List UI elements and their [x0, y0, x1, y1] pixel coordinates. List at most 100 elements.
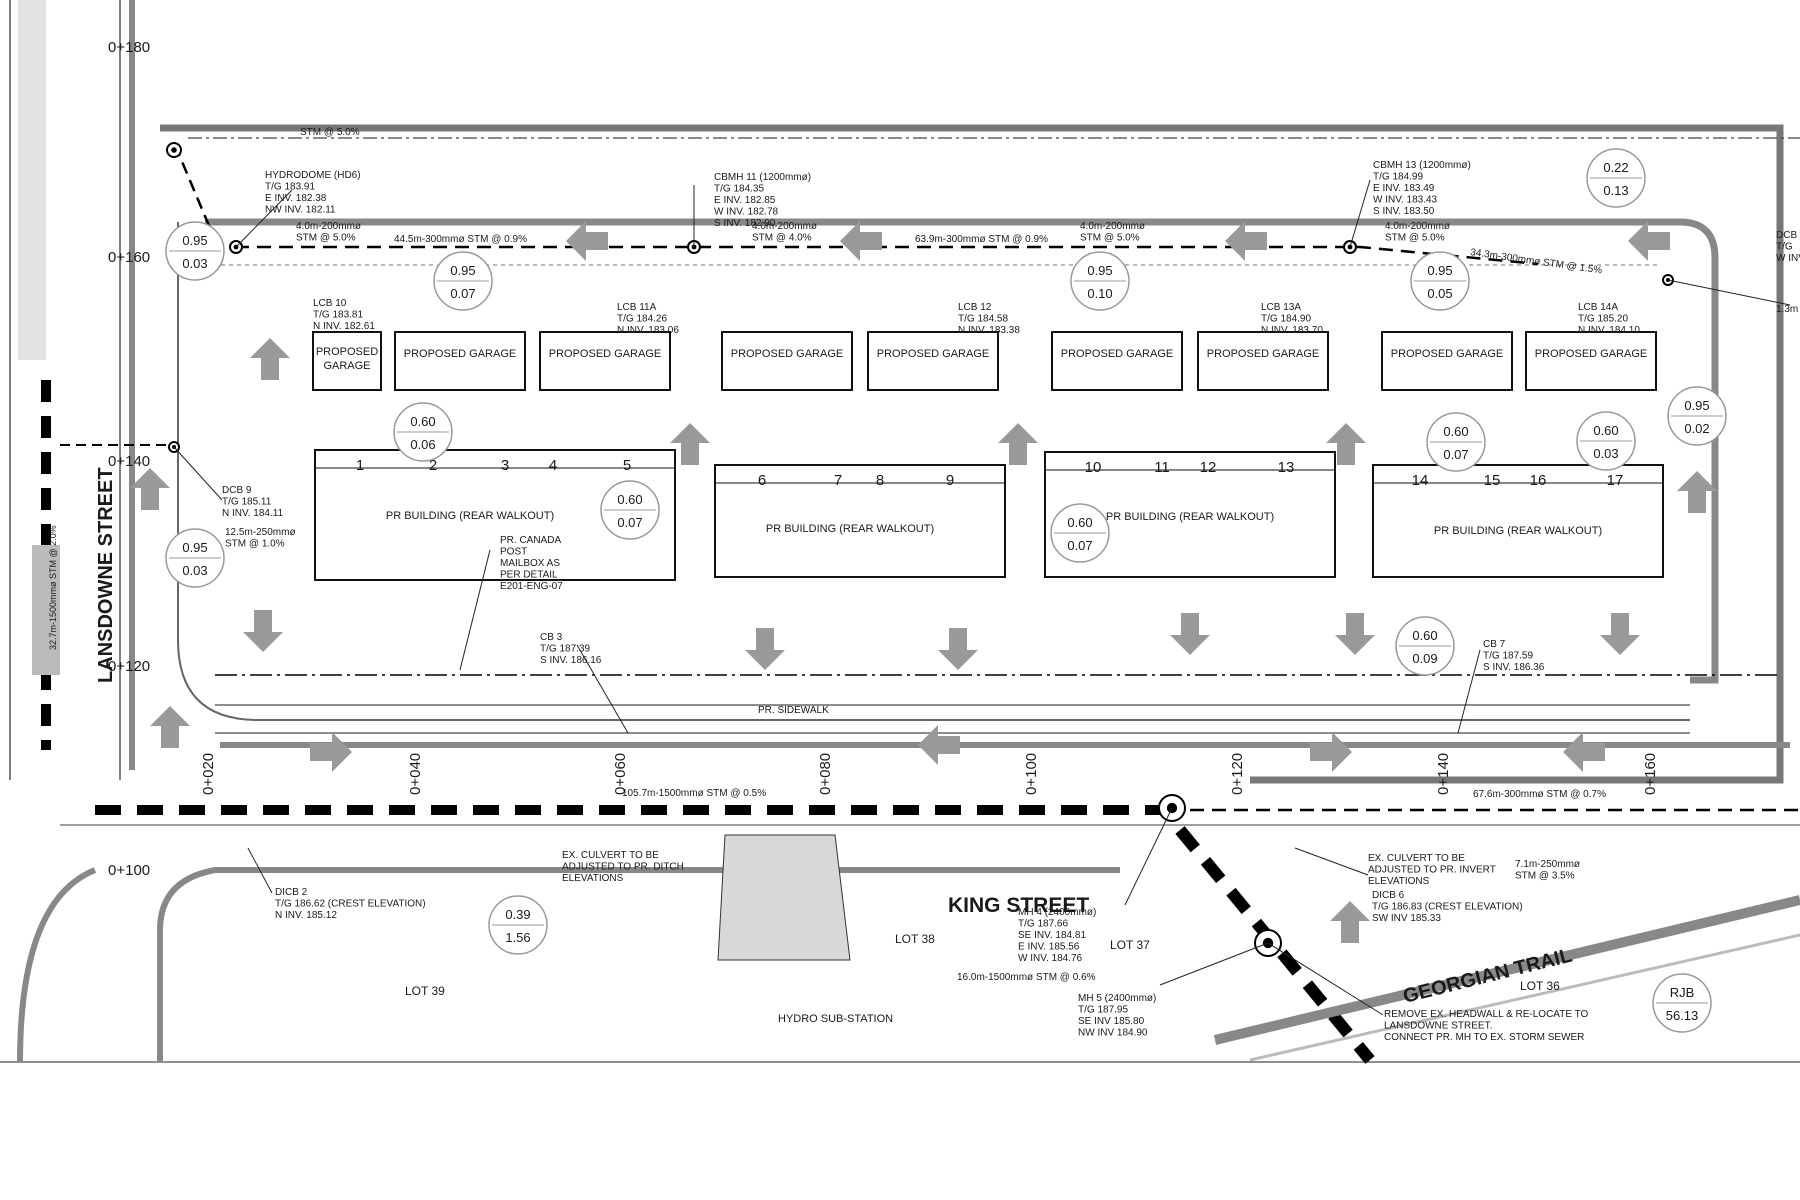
- engineering-callout: 44.5m-300mmø STM @ 0.9%: [394, 234, 527, 245]
- callout-line: STM @ 5.0%: [1080, 233, 1140, 244]
- engineering-callout: HYDRODOME (HD6)T/G 183.91E INV. 182.38NW…: [265, 170, 361, 216]
- drainage-area: 0.09: [1412, 651, 1437, 666]
- leader-line: [247, 847, 273, 894]
- flow-direction-arrow: [150, 706, 190, 748]
- runoff-coefficient: 0.60: [1443, 424, 1468, 439]
- flow-direction-arrow: [1628, 221, 1670, 261]
- unit-number: 3: [501, 457, 509, 474]
- callout-line: MAILBOX AS: [500, 558, 560, 569]
- runoff-coefficient: 0.95: [182, 233, 207, 248]
- runoff-coefficient: 0.22: [1603, 160, 1628, 175]
- runoff-coefficient: 0.95: [450, 263, 475, 278]
- runoff-coefficient-marker: 0.600.09: [1395, 616, 1455, 676]
- callout-line: T/G 184.90: [1261, 314, 1311, 325]
- proposed-garage: PROPOSED GARAGE: [539, 331, 671, 391]
- chainage-station: 0+140: [108, 453, 150, 470]
- callout-line: DICB 6: [1372, 890, 1405, 901]
- chainage-station: 0+040: [407, 753, 424, 795]
- drainage-area: 0.06: [410, 437, 435, 452]
- building-label: PR BUILDING (REAR WALKOUT): [1106, 511, 1274, 523]
- flow-direction-arrow: [918, 725, 960, 765]
- driveway-curb: [205, 218, 1719, 684]
- runoff-coefficient-marker: 0.950.03: [165, 221, 225, 281]
- flow-direction-arrow: [745, 628, 785, 670]
- callout-line: T/G 183.81: [313, 310, 363, 321]
- callout-line: NW INV. 182.11: [265, 205, 336, 216]
- leader-line: [459, 549, 491, 671]
- runoff-coefficient: RJB: [1670, 985, 1695, 1000]
- king-street-label: KING STREET: [948, 894, 1089, 917]
- garage-label: PROPOSED GARAGE: [549, 348, 661, 360]
- drainage-area: 0.02: [1684, 421, 1709, 436]
- callout-line: T/G 185.20: [1578, 314, 1628, 325]
- callout-line: S INV. 183.50: [1373, 206, 1435, 217]
- lot-label: LOT 39: [405, 984, 445, 998]
- flow-direction-arrow: [243, 610, 283, 652]
- runoff-coefficient-marker: 0.600.07: [1426, 412, 1486, 472]
- runoff-coefficient-marker: 0.391.56: [488, 895, 548, 955]
- callout-line: DCB: [1776, 230, 1797, 241]
- runoff-coefficient-marker: 0.950.05: [1410, 251, 1470, 311]
- callout-line: REMOVE EX. HEADWALL & RE-LOCATE TO: [1384, 1009, 1589, 1020]
- callout-line: SE INV 185.80: [1078, 1016, 1145, 1027]
- callout-line: CB 3: [540, 632, 563, 643]
- unit-number: 5: [623, 457, 631, 474]
- callout-line: 4.0m-200mmø: [1080, 221, 1145, 232]
- unit-number: 13: [1278, 459, 1295, 476]
- georgian-trail-path: [1213, 895, 1800, 1045]
- proposed-garage: PROPOSED GARAGE: [1381, 331, 1513, 391]
- unit-number: 8: [876, 472, 884, 489]
- unit-number: 12: [1200, 459, 1217, 476]
- callout-line: SE INV. 184.81: [1018, 930, 1086, 941]
- runoff-coefficient-marker: 0.600.07: [600, 480, 660, 540]
- proposed-garage: PROPOSED GARAGE: [394, 331, 526, 391]
- proposed-garage: PROPOSED GARAGE: [867, 331, 999, 391]
- flow-direction-arrow: [670, 423, 710, 465]
- engineering-callout: DCB 9T/G 185.11N INV. 184.11: [222, 485, 284, 519]
- leader-line: [1667, 279, 1791, 306]
- runoff-coefficient: 0.60: [1067, 515, 1092, 530]
- engineering-callout: CB 7T/G 187.59S INV. 186.36: [1483, 639, 1545, 673]
- runoff-coefficient-marker: 0.950.10: [1070, 251, 1130, 311]
- proposed-garage: PROPOSED GARAGE: [721, 331, 853, 391]
- callout-line: MH 5 (2400mmø): [1078, 993, 1156, 1004]
- callout-line: S INV. 186.16: [540, 655, 602, 666]
- unit-number: 17: [1607, 472, 1624, 489]
- drainage-area: 1.56: [505, 930, 530, 945]
- building-label: PR BUILDING (REAR WALKOUT): [386, 510, 554, 522]
- callout-line: EX. CULVERT TO BE: [1368, 853, 1465, 864]
- garage-label: PROPOSED GARAGE: [1535, 348, 1647, 360]
- engineering-callout: LCB 10T/G 183.81N INV. 182.61: [313, 298, 375, 332]
- unit-number: 2: [429, 457, 437, 474]
- callout-line: 4.0m-200mmø: [752, 221, 817, 232]
- manhole-structure: [166, 142, 182, 158]
- engineering-callout: 105.7m-1500mmø STM @ 0.5%: [622, 788, 766, 799]
- callout-line: HYDRODOME (HD6): [265, 170, 361, 181]
- callout-line: 34.3m-300mmø STM @ 1.5%: [1470, 247, 1603, 276]
- chainage-station: 0+060: [612, 753, 629, 795]
- callout-line: 4.0m-200mmø: [1385, 221, 1450, 232]
- callout-line: S INV. 182.90: [714, 218, 776, 229]
- runoff-coefficient-marker: 0.950.07: [433, 251, 493, 311]
- unit-number: 9: [946, 472, 954, 489]
- callout-line: E INV. 185.56: [1018, 942, 1080, 953]
- callout-line: T/G: [1776, 242, 1793, 253]
- callout-line: T/G 184.99: [1373, 172, 1423, 183]
- unit-number: 7: [834, 472, 842, 489]
- flow-direction-arrow: [1225, 221, 1267, 261]
- unit-number: 10: [1085, 459, 1102, 476]
- runoff-coefficient: 0.95: [1087, 263, 1112, 278]
- engineering-callout: LCB 12T/G 184.58N INV. 183.38: [958, 302, 1020, 336]
- garage-label: PROPOSED GARAGE: [1061, 348, 1173, 360]
- proposed-garage: PROPOSED GARAGE: [1197, 331, 1329, 391]
- callout-line: STM @ 3.5%: [1515, 871, 1575, 882]
- leader-line: [1294, 847, 1369, 876]
- garage-label: PROPOSED GARAGE: [877, 348, 989, 360]
- unit-number: 16: [1530, 472, 1547, 489]
